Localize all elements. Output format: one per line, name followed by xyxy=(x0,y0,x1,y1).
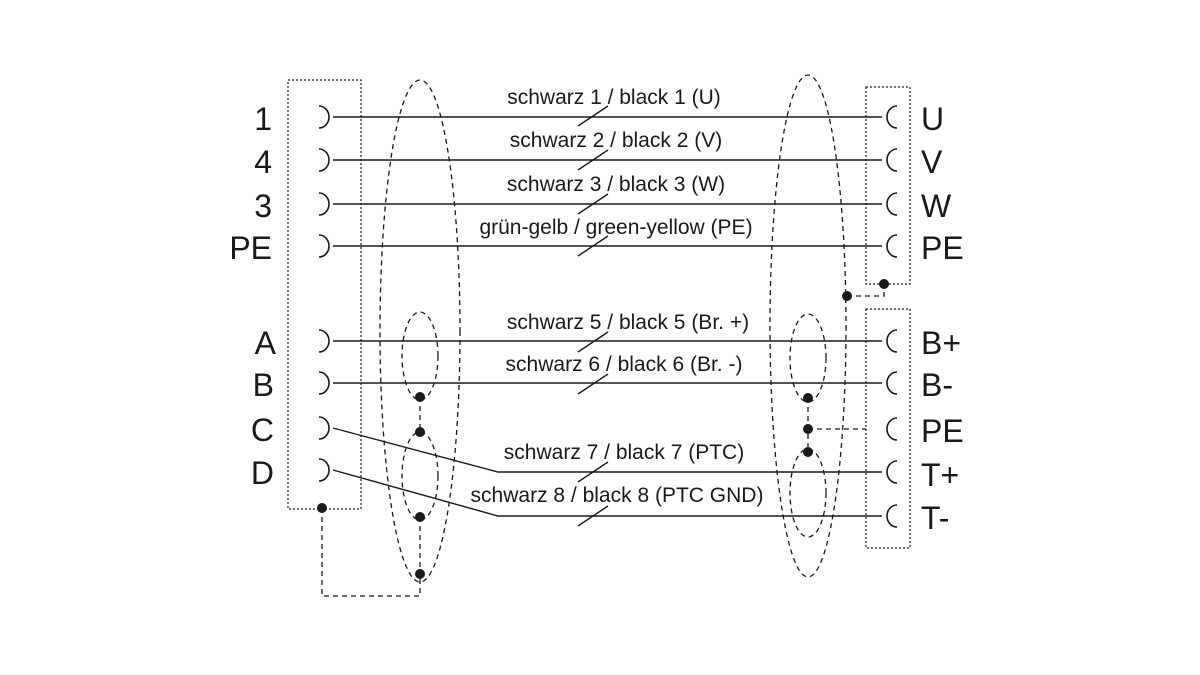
left-ptc-lower-junction xyxy=(415,512,425,522)
right-pin-label: T- xyxy=(921,500,949,536)
left-shield-junction xyxy=(415,569,425,579)
wire-pe-tick xyxy=(577,235,609,257)
wire-6-tick xyxy=(577,373,609,395)
wire-7 xyxy=(332,427,882,473)
left-brake-pair-shield xyxy=(401,311,439,401)
right-socket-w xyxy=(886,192,898,216)
right-signal-connector-box xyxy=(865,308,911,549)
left-socket-b xyxy=(318,371,330,395)
right-pin-label: B- xyxy=(921,367,953,403)
right-pin-label: B+ xyxy=(921,325,961,361)
right-ptc-pair-shield xyxy=(789,448,827,538)
left-socket-a xyxy=(318,329,330,353)
left-ptc-shield-junction xyxy=(415,427,425,437)
right-pin-label: U xyxy=(921,101,944,137)
left-pin-label: 3 xyxy=(254,188,272,224)
right-socket-t-minus xyxy=(886,504,898,528)
left-drain-wire xyxy=(321,508,421,597)
right-pin-label: PE xyxy=(921,230,964,266)
wire-label: schwarz 3 / black 3 (W) xyxy=(507,173,725,196)
left-drain-junction xyxy=(317,503,327,513)
right-brake-pair-shield xyxy=(789,313,827,403)
left-pin-label: B xyxy=(253,367,274,403)
right-pin-label: PE xyxy=(921,413,964,449)
right-pin-label: T+ xyxy=(921,457,959,493)
right-socket-pe-signal xyxy=(886,417,898,441)
right-socket-pe-power xyxy=(886,234,898,258)
left-connector-box xyxy=(287,79,362,510)
wire-2-tick xyxy=(577,149,609,171)
right-overall-pe-junction xyxy=(879,279,889,289)
right-socket-t-plus xyxy=(886,460,898,484)
right-overall-shield xyxy=(769,74,847,578)
wire-5-tick xyxy=(577,331,609,353)
wire-7-tick xyxy=(577,461,609,483)
wire-8-tick xyxy=(577,505,609,527)
right-socket-v xyxy=(886,148,898,172)
wire-label: grün-gelb / green-yellow (PE) xyxy=(479,216,752,239)
right-pe-junction xyxy=(803,424,813,434)
right-socket-b-plus xyxy=(886,329,898,353)
left-pin-label: 4 xyxy=(254,144,272,180)
left-socket-pe xyxy=(318,234,330,258)
wire-label: schwarz 1 / black 1 (U) xyxy=(507,86,721,109)
left-pin-label: D xyxy=(251,455,274,491)
wire-1-tick xyxy=(577,105,609,127)
right-pin-label: W xyxy=(921,188,952,224)
right-pin-label: V xyxy=(921,144,943,180)
left-socket-3 xyxy=(318,192,330,216)
left-pin-label: C xyxy=(251,412,274,448)
right-ptc-shield-junction xyxy=(803,447,813,457)
left-pin-label: 1 xyxy=(254,101,272,137)
left-overall-shield xyxy=(379,79,461,583)
left-pin-label: A xyxy=(255,325,277,361)
left-socket-c xyxy=(318,416,330,440)
left-socket-d xyxy=(318,458,330,482)
wire-label: schwarz 2 / black 2 (V) xyxy=(510,129,722,152)
left-ptc-pair-shield xyxy=(401,431,439,521)
wire-label: schwarz 5 / black 5 (Br. +) xyxy=(507,311,749,334)
right-brake-shield-junction xyxy=(803,393,813,403)
right-overall-drain-wire xyxy=(847,284,885,297)
wire-8 xyxy=(332,469,882,517)
left-pin-label: PE xyxy=(229,230,272,266)
right-power-connector-box xyxy=(865,86,911,285)
wire-label: schwarz 7 / black 7 (PTC) xyxy=(504,441,744,464)
wire-label: schwarz 6 / black 6 (Br. -) xyxy=(506,353,743,376)
left-brake-shield-junction xyxy=(415,392,425,402)
right-socket-u xyxy=(886,105,898,129)
right-socket-b-minus xyxy=(886,371,898,395)
left-socket-4 xyxy=(318,148,330,172)
left-socket-1 xyxy=(318,105,330,129)
right-overall-shield-junction xyxy=(842,291,852,301)
wire-3-tick xyxy=(577,193,609,215)
wire-label: schwarz 8 / black 8 (PTC GND) xyxy=(471,484,764,507)
